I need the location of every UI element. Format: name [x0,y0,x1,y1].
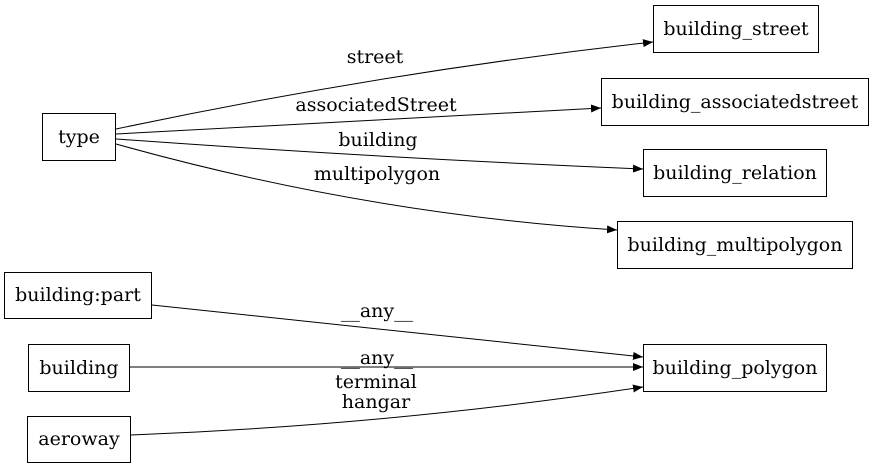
edge-aeroway-building-polygon [130,384,644,436]
node-aeroway: aeroway [27,416,131,463]
edge-type-building-multipolygon [115,143,618,234]
node-building-multipolygon: building_multipolygon [617,221,853,269]
node-type: type [42,113,116,161]
node-building-associatedstreet: building_associatedstreet [601,78,869,126]
node-building-part: building:part [4,272,152,319]
edge-type-building-street [115,39,654,130]
edge-label-multipolygon: multipolygon [313,163,441,185]
edge-label-any-2: __any__ [340,347,414,369]
node-building-street: building_street [653,5,819,53]
node-building-polygon: building_polygon [643,344,827,392]
edge-label-building: building [338,129,418,151]
edge-label-terminal-hangar: terminal hangar [335,371,417,413]
node-building-relation: building_relation [643,149,827,197]
edge-type-building-relation [115,138,644,173]
edge-buildingpart-building-polygon [151,304,644,360]
edge-label-any-1: __any__ [340,300,414,322]
edge-label-associatedstreet: associatedStreet [295,94,457,116]
node-building: building [28,344,130,392]
edge-label-street: street [346,46,404,68]
